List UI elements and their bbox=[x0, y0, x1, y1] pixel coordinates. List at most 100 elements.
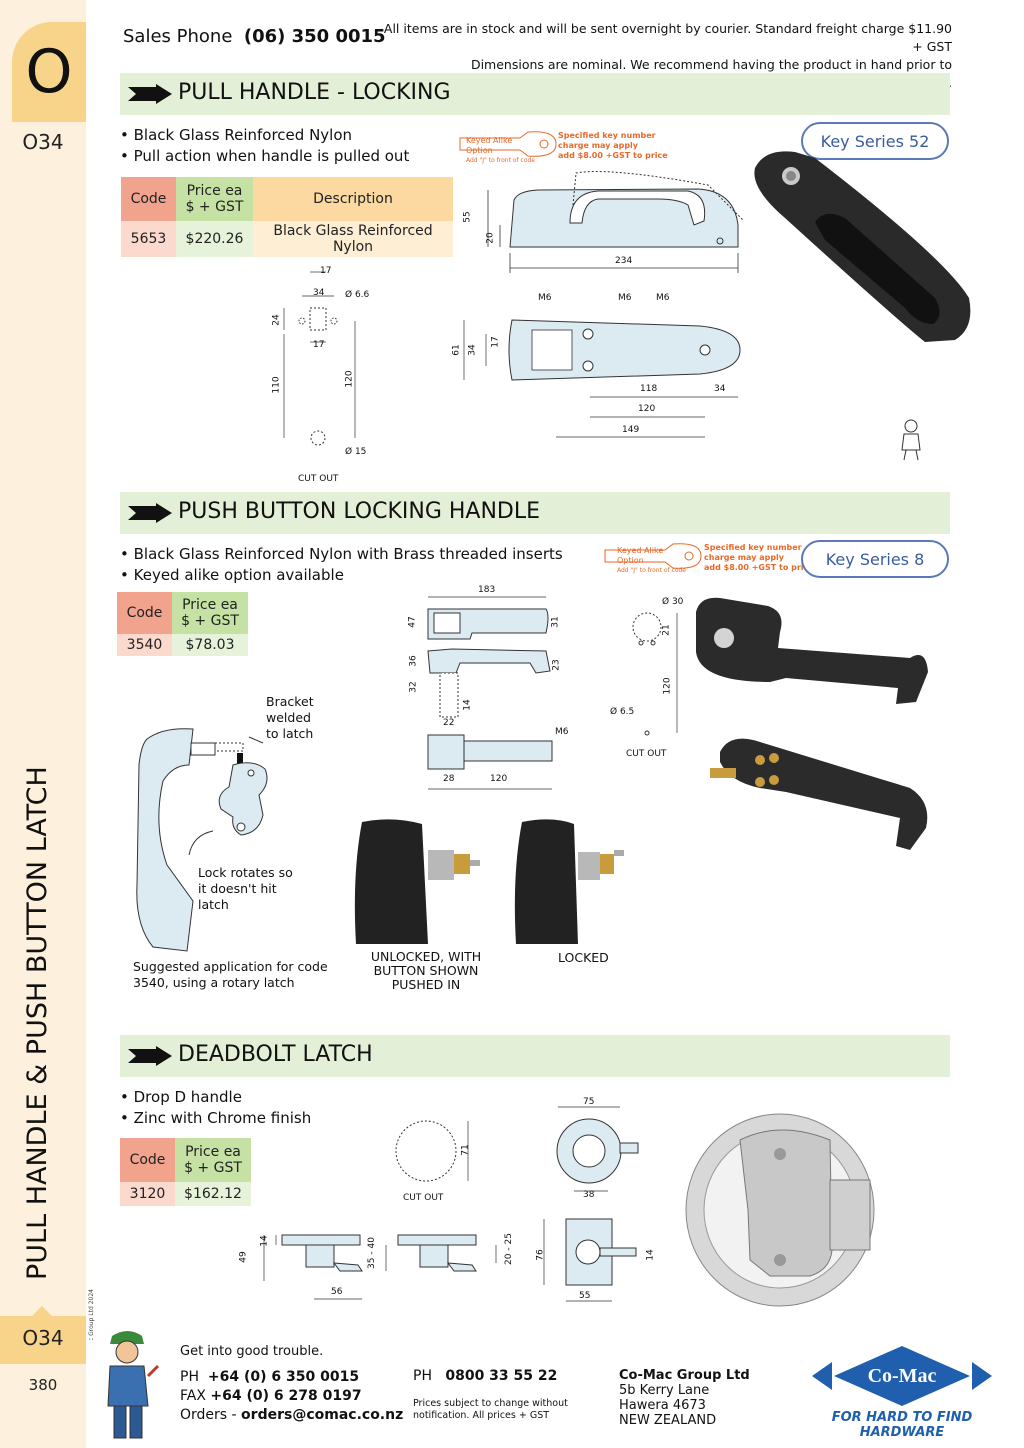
dim-label: M6 bbox=[618, 293, 632, 303]
ph-label: PH bbox=[180, 1369, 199, 1385]
unlocked-photo bbox=[354, 819, 480, 944]
key-icon bbox=[604, 543, 702, 569]
dim-label: 110 bbox=[271, 376, 282, 394]
push-button-drawings bbox=[427, 596, 553, 790]
locked-caption: LOCKED bbox=[558, 950, 609, 965]
table-header-description: Description bbox=[253, 177, 453, 221]
freephone: PH 0800 33 55 22 bbox=[413, 1368, 557, 1384]
deadbolt-front-drawings bbox=[543, 1106, 639, 1302]
company-name: Co-Mac Group Ltd bbox=[619, 1368, 750, 1383]
dim-label: 34 bbox=[714, 384, 726, 394]
address-line: Hawera 4673 bbox=[619, 1398, 706, 1413]
bullet-list: • Black Glass Reinforced Nylon with Bras… bbox=[120, 544, 563, 586]
sales-phone-label: Sales Phone bbox=[123, 26, 233, 47]
product-price: $220.26 bbox=[176, 221, 253, 257]
product-code: 3540 bbox=[117, 634, 172, 656]
freephone-number[interactable]: 0800 33 55 22 bbox=[445, 1368, 558, 1384]
dim-label: 120 bbox=[662, 677, 673, 695]
cutout-label: CUT OUT bbox=[298, 474, 339, 484]
logo-text: Co-Mac bbox=[868, 1365, 937, 1387]
pull-handle-side-drawing bbox=[487, 171, 745, 273]
dim-label: 71 bbox=[460, 1144, 471, 1156]
locked-photo bbox=[514, 819, 624, 944]
section-bar-deadbolt: DEADBOLT LATCH bbox=[120, 1035, 950, 1077]
list-item: • Keyed alike option available bbox=[120, 566, 344, 584]
list-item: • Black Glass Reinforced Nylon with Bras… bbox=[120, 545, 563, 563]
deadbolt-cutout bbox=[395, 1120, 469, 1182]
section-title: PUSH BUTTON LOCKING HANDLE bbox=[178, 499, 541, 524]
dim-label: 76 bbox=[535, 1249, 546, 1261]
dim-label: 14 bbox=[462, 699, 473, 711]
mascot-icon bbox=[901, 419, 921, 461]
arrow-icon bbox=[128, 503, 172, 523]
list-item: • Zinc with Chrome finish bbox=[120, 1109, 312, 1127]
page-number: 380 bbox=[28, 1376, 58, 1394]
table-header-price: Price ea $ + GST bbox=[172, 592, 248, 634]
dim-label: Ø 6.5 bbox=[610, 707, 635, 717]
dim-label: 20 - 25 bbox=[503, 1233, 514, 1265]
dim-label: 36 bbox=[408, 655, 419, 667]
specified-key-note: Specified key number charge may apply ad… bbox=[704, 543, 814, 572]
mascot-icon bbox=[107, 1331, 160, 1439]
lock-caption: Lock rotates so it doesn't hit latch bbox=[198, 865, 293, 912]
section-title: PULL HANDLE - LOCKING bbox=[178, 80, 451, 105]
address-line: 5b Kerry Lane bbox=[619, 1383, 710, 1398]
dim-label: M6 bbox=[555, 727, 569, 737]
page-code-top: O34 bbox=[22, 130, 64, 154]
freight-notice: All items are in stock and will be sent … bbox=[380, 20, 952, 92]
price-table: Code Price ea $ + GST 3120 $162.12 bbox=[120, 1138, 251, 1206]
sidebar bbox=[0, 0, 86, 1448]
dim-label: 24 bbox=[271, 314, 282, 326]
address-line: NEW ZEALAND bbox=[619, 1413, 717, 1428]
list-item: • Drop D handle bbox=[120, 1088, 242, 1106]
section-bar-push-button: PUSH BUTTON LOCKING HANDLE bbox=[120, 492, 950, 534]
bullet-list: • Black Glass Reinforced Nylon • Pull ac… bbox=[120, 125, 409, 167]
table-row: 5653 $220.26 Black Glass Reinforced Nylo… bbox=[121, 221, 453, 257]
key-icon bbox=[459, 131, 557, 157]
rotary-latch-drawing bbox=[136, 728, 268, 952]
dim-label: 234 bbox=[615, 256, 633, 266]
orders-email-link[interactable]: orders@comac.co.nz bbox=[241, 1407, 404, 1423]
dim-label: 55 bbox=[462, 211, 473, 223]
suggested-caption: Suggested application for code 3540, usi… bbox=[133, 959, 328, 990]
list-item: • Pull action when handle is pulled out bbox=[120, 147, 410, 165]
logo-tagline: FOR HARD TO FIND HARDWARE bbox=[831, 1410, 973, 1440]
keyed-alike-sub: Add "J" to front of code bbox=[466, 157, 535, 164]
dim-label: 20 bbox=[485, 232, 496, 244]
product-code: 5653 bbox=[121, 221, 176, 257]
cutout-label: CUT OUT bbox=[626, 749, 667, 759]
footer-slogan: Get into good trouble. bbox=[180, 1344, 324, 1359]
cutout-drawing bbox=[283, 271, 356, 446]
dim-label: 34 bbox=[467, 344, 478, 356]
section-tab-letter: O bbox=[25, 37, 73, 107]
sales-phone-number[interactable]: (06) 350 0015 bbox=[243, 26, 386, 47]
product-price: $78.03 bbox=[172, 634, 248, 656]
phone-number[interactable]: +64 (0) 6 350 0015 bbox=[207, 1369, 360, 1385]
dim-label: M6 bbox=[538, 293, 552, 303]
dim-label: 14 bbox=[645, 1249, 656, 1261]
section-tab bbox=[12, 22, 86, 122]
product-price: $162.12 bbox=[175, 1182, 251, 1206]
key-series-badge: Key Series 8 bbox=[801, 540, 949, 578]
dim-label: 31 bbox=[550, 616, 561, 628]
pull-handle-photo bbox=[754, 151, 971, 342]
page-code-bottom-tab bbox=[0, 1306, 86, 1364]
vertical-title: PULL HANDLE & PUSH BUTTON LATCH bbox=[22, 766, 53, 1280]
table-row: 3120 $162.12 bbox=[120, 1182, 251, 1206]
ph2-label: PH bbox=[413, 1368, 432, 1384]
dim-label: 183 bbox=[478, 585, 496, 595]
push-button-cutout bbox=[632, 612, 678, 736]
comac-logo: Co-Mac bbox=[812, 1346, 992, 1406]
dim-label: 35 - 40 bbox=[366, 1237, 377, 1269]
keyed-alike-tag: Keyed Alike Option Add "J" to front of c… bbox=[458, 128, 558, 164]
dim-label: 28 bbox=[443, 774, 455, 784]
specified-key-note: Specified key number charge may apply ad… bbox=[558, 131, 668, 160]
dim-label: 55 bbox=[579, 1291, 591, 1301]
dim-label: 75 bbox=[583, 1097, 595, 1107]
dim-label: 17 bbox=[313, 340, 325, 350]
table-header-code: Code bbox=[117, 592, 172, 634]
keyed-alike-sub: Add "J" to front of code bbox=[617, 567, 686, 574]
vertical-title-wrap: PULL HANDLE & PUSH BUTTON LATCH bbox=[22, 766, 62, 1280]
section-title: DEADBOLT LATCH bbox=[178, 1042, 373, 1067]
dim-label: 17 bbox=[320, 266, 332, 276]
